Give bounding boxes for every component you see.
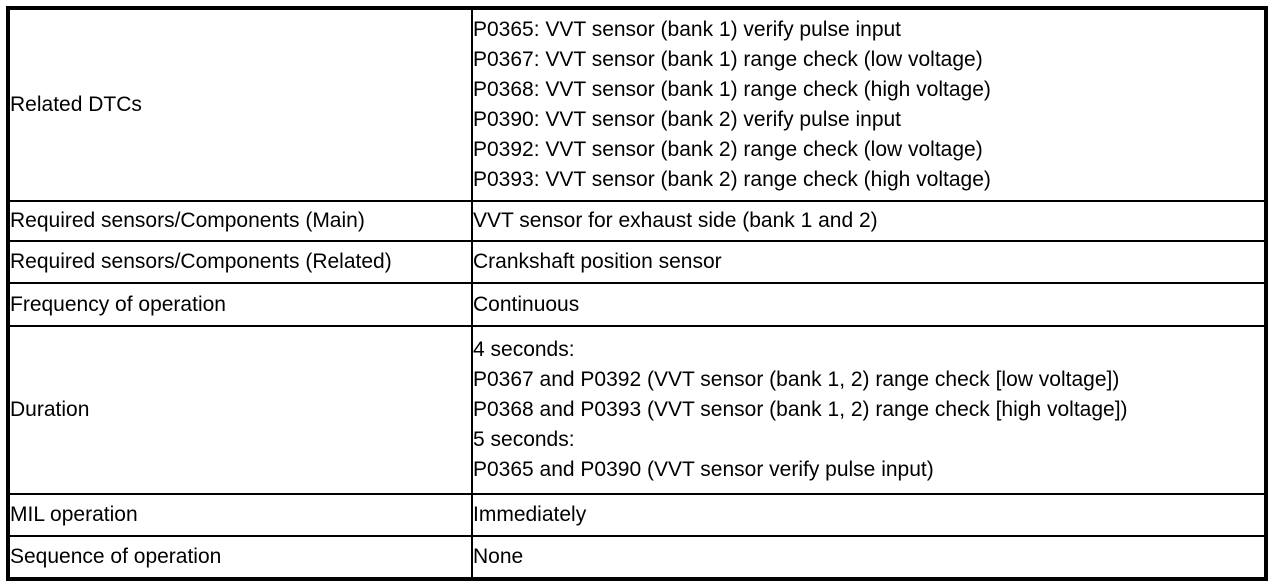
- value-line: P0367 and P0392 (VVT sensor (bank 1, 2) …: [473, 368, 1120, 391]
- diagnostic-spec-table: Related DTCs P0365: VVT sensor (bank 1) …: [6, 6, 1268, 581]
- table-row: Frequency of operation Continuous: [7, 282, 1267, 327]
- value-line: Crankshaft position sensor: [473, 250, 722, 273]
- row-value-sequence-of-operation: None: [471, 535, 1267, 580]
- value-line-list: 4 seconds: P0367 and P0392 (VVT sensor (…: [473, 335, 1264, 485]
- row-label-frequency-of-operation: Frequency of operation: [7, 282, 473, 327]
- value-line: P0368: VVT sensor (bank 1) range check (…: [473, 78, 991, 101]
- row-label-sequence-of-operation: Sequence of operation: [7, 535, 473, 580]
- value-line-list: Immediately: [473, 500, 1264, 530]
- value-line: None: [473, 545, 524, 568]
- row-value-required-sensors-main: VVT sensor for exhaust side (bank 1 and …: [471, 200, 1267, 242]
- table-row: Sequence of operation None: [7, 535, 1267, 580]
- value-line: 4 seconds:: [473, 338, 575, 361]
- value-line: 5 seconds:: [473, 428, 575, 451]
- row-value-required-sensors-related: Crankshaft position sensor: [471, 240, 1267, 284]
- value-line: P0392: VVT sensor (bank 2) range check (…: [473, 138, 983, 161]
- value-line-list: VVT sensor for exhaust side (bank 1 and …: [473, 206, 1264, 236]
- table-row: Duration 4 seconds: P0367 and P0392 (VVT…: [7, 325, 1267, 495]
- row-label-required-sensors-related: Required sensors/Components (Related): [7, 240, 473, 284]
- row-label-related-dtcs: Related DTCs: [7, 7, 473, 202]
- table-row: MIL operation Immediately: [7, 493, 1267, 537]
- value-line-list: Continuous: [473, 290, 1264, 320]
- value-line: Continuous: [473, 292, 580, 316]
- row-value-duration: 4 seconds: P0367 and P0392 (VVT sensor (…: [471, 325, 1267, 495]
- value-line: Immediately: [473, 503, 587, 526]
- value-line: P0365: VVT sensor (bank 1) verify pulse …: [473, 18, 902, 41]
- row-label-required-sensors-main: Required sensors/Components (Main): [7, 200, 473, 242]
- row-value-related-dtcs: P0365: VVT sensor (bank 1) verify pulse …: [471, 7, 1267, 202]
- row-label-mil-operation: MIL operation: [7, 493, 473, 537]
- row-label-duration: Duration: [7, 325, 473, 495]
- table-row: Related DTCs P0365: VVT sensor (bank 1) …: [7, 7, 1267, 202]
- value-line: P0368 and P0393 (VVT sensor (bank 1, 2) …: [473, 398, 1128, 421]
- table-row: Required sensors/Components (Main) VVT s…: [7, 200, 1267, 242]
- value-line: P0393: VVT sensor (bank 2) range check (…: [473, 168, 991, 191]
- table-row: Required sensors/Components (Related) Cr…: [7, 240, 1267, 284]
- row-value-mil-operation: Immediately: [471, 493, 1267, 537]
- value-line: VVT sensor for exhaust side (bank 1 and …: [473, 209, 878, 232]
- value-line: P0390: VVT sensor (bank 2) verify pulse …: [473, 108, 902, 131]
- table-body: Related DTCs P0365: VVT sensor (bank 1) …: [7, 7, 1267, 580]
- row-value-frequency-of-operation: Continuous: [471, 282, 1267, 327]
- value-line: P0367: VVT sensor (bank 1) range check (…: [473, 48, 983, 71]
- value-line-list: Crankshaft position sensor: [473, 247, 1264, 277]
- value-line: P0365 and P0390 (VVT sensor verify pulse…: [473, 458, 934, 481]
- value-line-list: P0365: VVT sensor (bank 1) verify pulse …: [473, 15, 1264, 195]
- value-line-list: None: [473, 542, 1264, 572]
